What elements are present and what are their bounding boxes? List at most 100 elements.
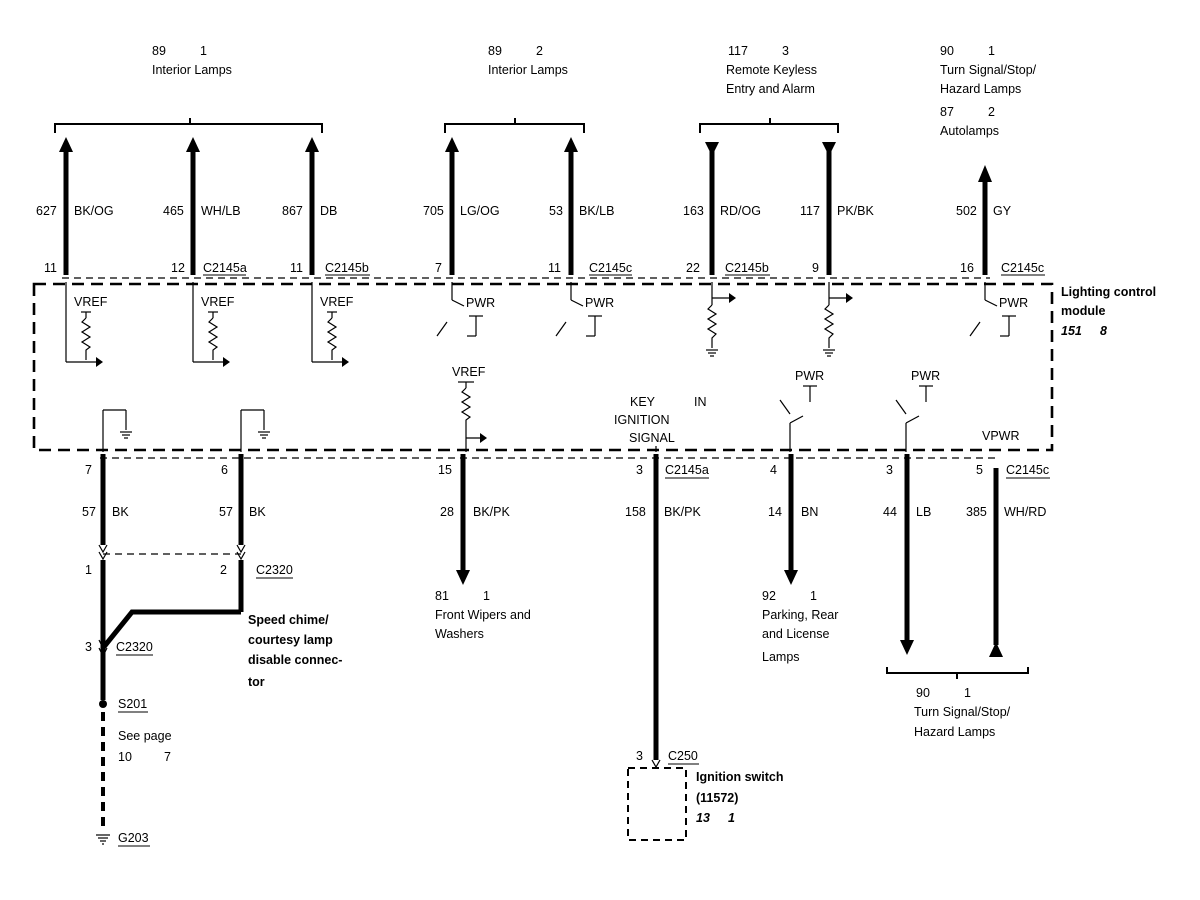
module-title: Lighting control module 151 8 [1061, 285, 1156, 338]
vref-label: VREF [201, 295, 235, 309]
pin-number: 16 [960, 261, 974, 275]
connector-id: C2145b [725, 261, 769, 275]
circuit-number: 53 [549, 204, 563, 218]
dest-label: Interior Lamps [152, 63, 232, 77]
dest-ref-sheet: 1 [964, 686, 971, 700]
connector-id: C2145b [325, 261, 369, 275]
bracket-interior-2 [444, 118, 585, 133]
lighting-control-module-box [32, 282, 1054, 452]
dest-label: Interior Lamps [488, 63, 568, 77]
dest-label-line2: Hazard Lamps [940, 82, 1021, 96]
vref-label: VREF [74, 295, 108, 309]
wire-color: BK/PK [473, 505, 510, 519]
pwr-switch-parking: PWR [779, 369, 824, 452]
speed-chime-label-line3: disable connec- [248, 653, 342, 667]
bottom-circuit-1: 6 57 BK [219, 463, 266, 519]
circuit-number: 627 [36, 204, 57, 218]
connector-id: C2145c [1006, 463, 1049, 477]
dest-ref-page: 89 [488, 44, 502, 58]
pin-number: 11 [44, 261, 57, 275]
wire-color: BK/OG [74, 204, 114, 218]
pwr-switch-top-1: PWR [436, 282, 495, 337]
bottom-circuit-4: 4 14 BN [768, 463, 818, 519]
ignition-label: IGNITION [614, 413, 670, 427]
module-ref-sheet: 8 [1100, 324, 1107, 338]
circuit-number: 117 [800, 204, 820, 218]
dest-interior-lamps-1: 89 1 Interior Lamps [152, 44, 232, 77]
pwr-switch-top-3: PWR [969, 282, 1028, 337]
dest-ref-sheet: 1 [483, 589, 490, 603]
pin-number: 11 [290, 261, 303, 275]
signal-label: SIGNAL [629, 431, 675, 445]
module-ref-page: 151 [1061, 324, 1082, 338]
speed-chime-connector: 1 2 C2320 3 C2320 Speed chime/ courtesy … [85, 544, 342, 700]
dest-ref-page: 87 [940, 105, 954, 119]
top-circuit-0: 627 BK/OG 11 [36, 204, 114, 275]
pin-number: 7 [435, 261, 442, 275]
connector-id: C250 [668, 749, 698, 763]
module-name-line2: module [1061, 304, 1105, 318]
vref-label: VREF [320, 295, 354, 309]
vref-circuit-1: VREF [65, 282, 108, 367]
ignition-switch-name-line1: Ignition switch [696, 770, 784, 784]
pwr-switch-top-2: PWR [555, 282, 614, 337]
wire-color: BN [801, 505, 818, 519]
connector-id-2: C2320 [116, 640, 153, 654]
pin-number: 7 [85, 463, 92, 477]
dest-ref-page: 92 [762, 589, 776, 603]
dest-label-line1: Turn Signal/Stop/ [914, 705, 1011, 719]
vref-circuit-wipers: VREF [452, 365, 487, 452]
ground-g203: G203 [96, 831, 150, 847]
wire-color: WH/RD [1004, 505, 1046, 519]
vpwr-label: VPWR [982, 429, 1020, 443]
pulldown-circuit-1 [706, 282, 736, 357]
speed-chime-label-line2: courtesy lamp [248, 633, 333, 647]
dest-label-line2: and License [762, 627, 829, 641]
pin-number: 3 [636, 463, 643, 477]
ignition-switch-ref-sheet: 1 [728, 811, 735, 825]
ignition-switch: 3 C250 Ignition switch (11572) 13 1 [627, 749, 784, 841]
wire-color: GY [993, 204, 1012, 218]
key-label: KEY [630, 395, 656, 409]
vref-circuit-2: VREF [192, 282, 235, 367]
dest-label-line2: Hazard Lamps [914, 725, 995, 739]
bracket-group [54, 118, 839, 133]
circuit-number: 465 [163, 204, 184, 218]
circuit-number: 163 [683, 204, 704, 218]
pin-number: 22 [686, 261, 700, 275]
dest-label-line1: Turn Signal/Stop/ [940, 63, 1037, 77]
connector-id: C2145c [589, 261, 632, 275]
circuit-number: 705 [423, 204, 444, 218]
circuit-number: 57 [219, 505, 233, 519]
pin-number: 15 [438, 463, 452, 477]
vref-label: VREF [452, 365, 486, 379]
pwr-label: PWR [795, 369, 824, 383]
bottom-circuit-5: 3 44 LB [883, 463, 931, 519]
connector-id: C2145a [665, 463, 709, 477]
top-circuit-1: 465 WH/LB 12 C2145a [163, 204, 247, 276]
circuit-number: 385 [966, 505, 987, 519]
pin-number: 12 [171, 261, 185, 275]
dest-parking-lamps: 92 1 Parking, Rear and License Lamps [762, 589, 838, 664]
bottom-wires [100, 454, 1003, 760]
bottom-circuit-3: 3 C2145a 158 BK/PK [625, 463, 709, 519]
dest-label-line2: Entry and Alarm [726, 82, 815, 96]
dest-ref-sheet: 2 [988, 105, 995, 119]
dest-ref-sheet: 1 [810, 589, 817, 603]
dest-label-line2: Washers [435, 627, 484, 641]
ground-loop-2 [240, 409, 270, 452]
connector-id: C2145a [203, 261, 247, 275]
speed-chime-label-line4: tor [248, 675, 265, 689]
vref-circuit-3: VREF [311, 282, 354, 367]
circuit-number: 14 [768, 505, 782, 519]
see-page: See page [118, 729, 172, 743]
circuit-number: 158 [625, 505, 646, 519]
dest-ref-sheet: 1 [988, 44, 995, 58]
dest-label: Autolamps [940, 124, 999, 138]
vpwr-label-group: VPWR [982, 429, 1020, 443]
dest-ref-page: 81 [435, 589, 449, 603]
dest-label-line3: Lamps [762, 650, 800, 664]
wire-color: WH/LB [201, 204, 241, 218]
pin2: 2 [220, 563, 227, 577]
